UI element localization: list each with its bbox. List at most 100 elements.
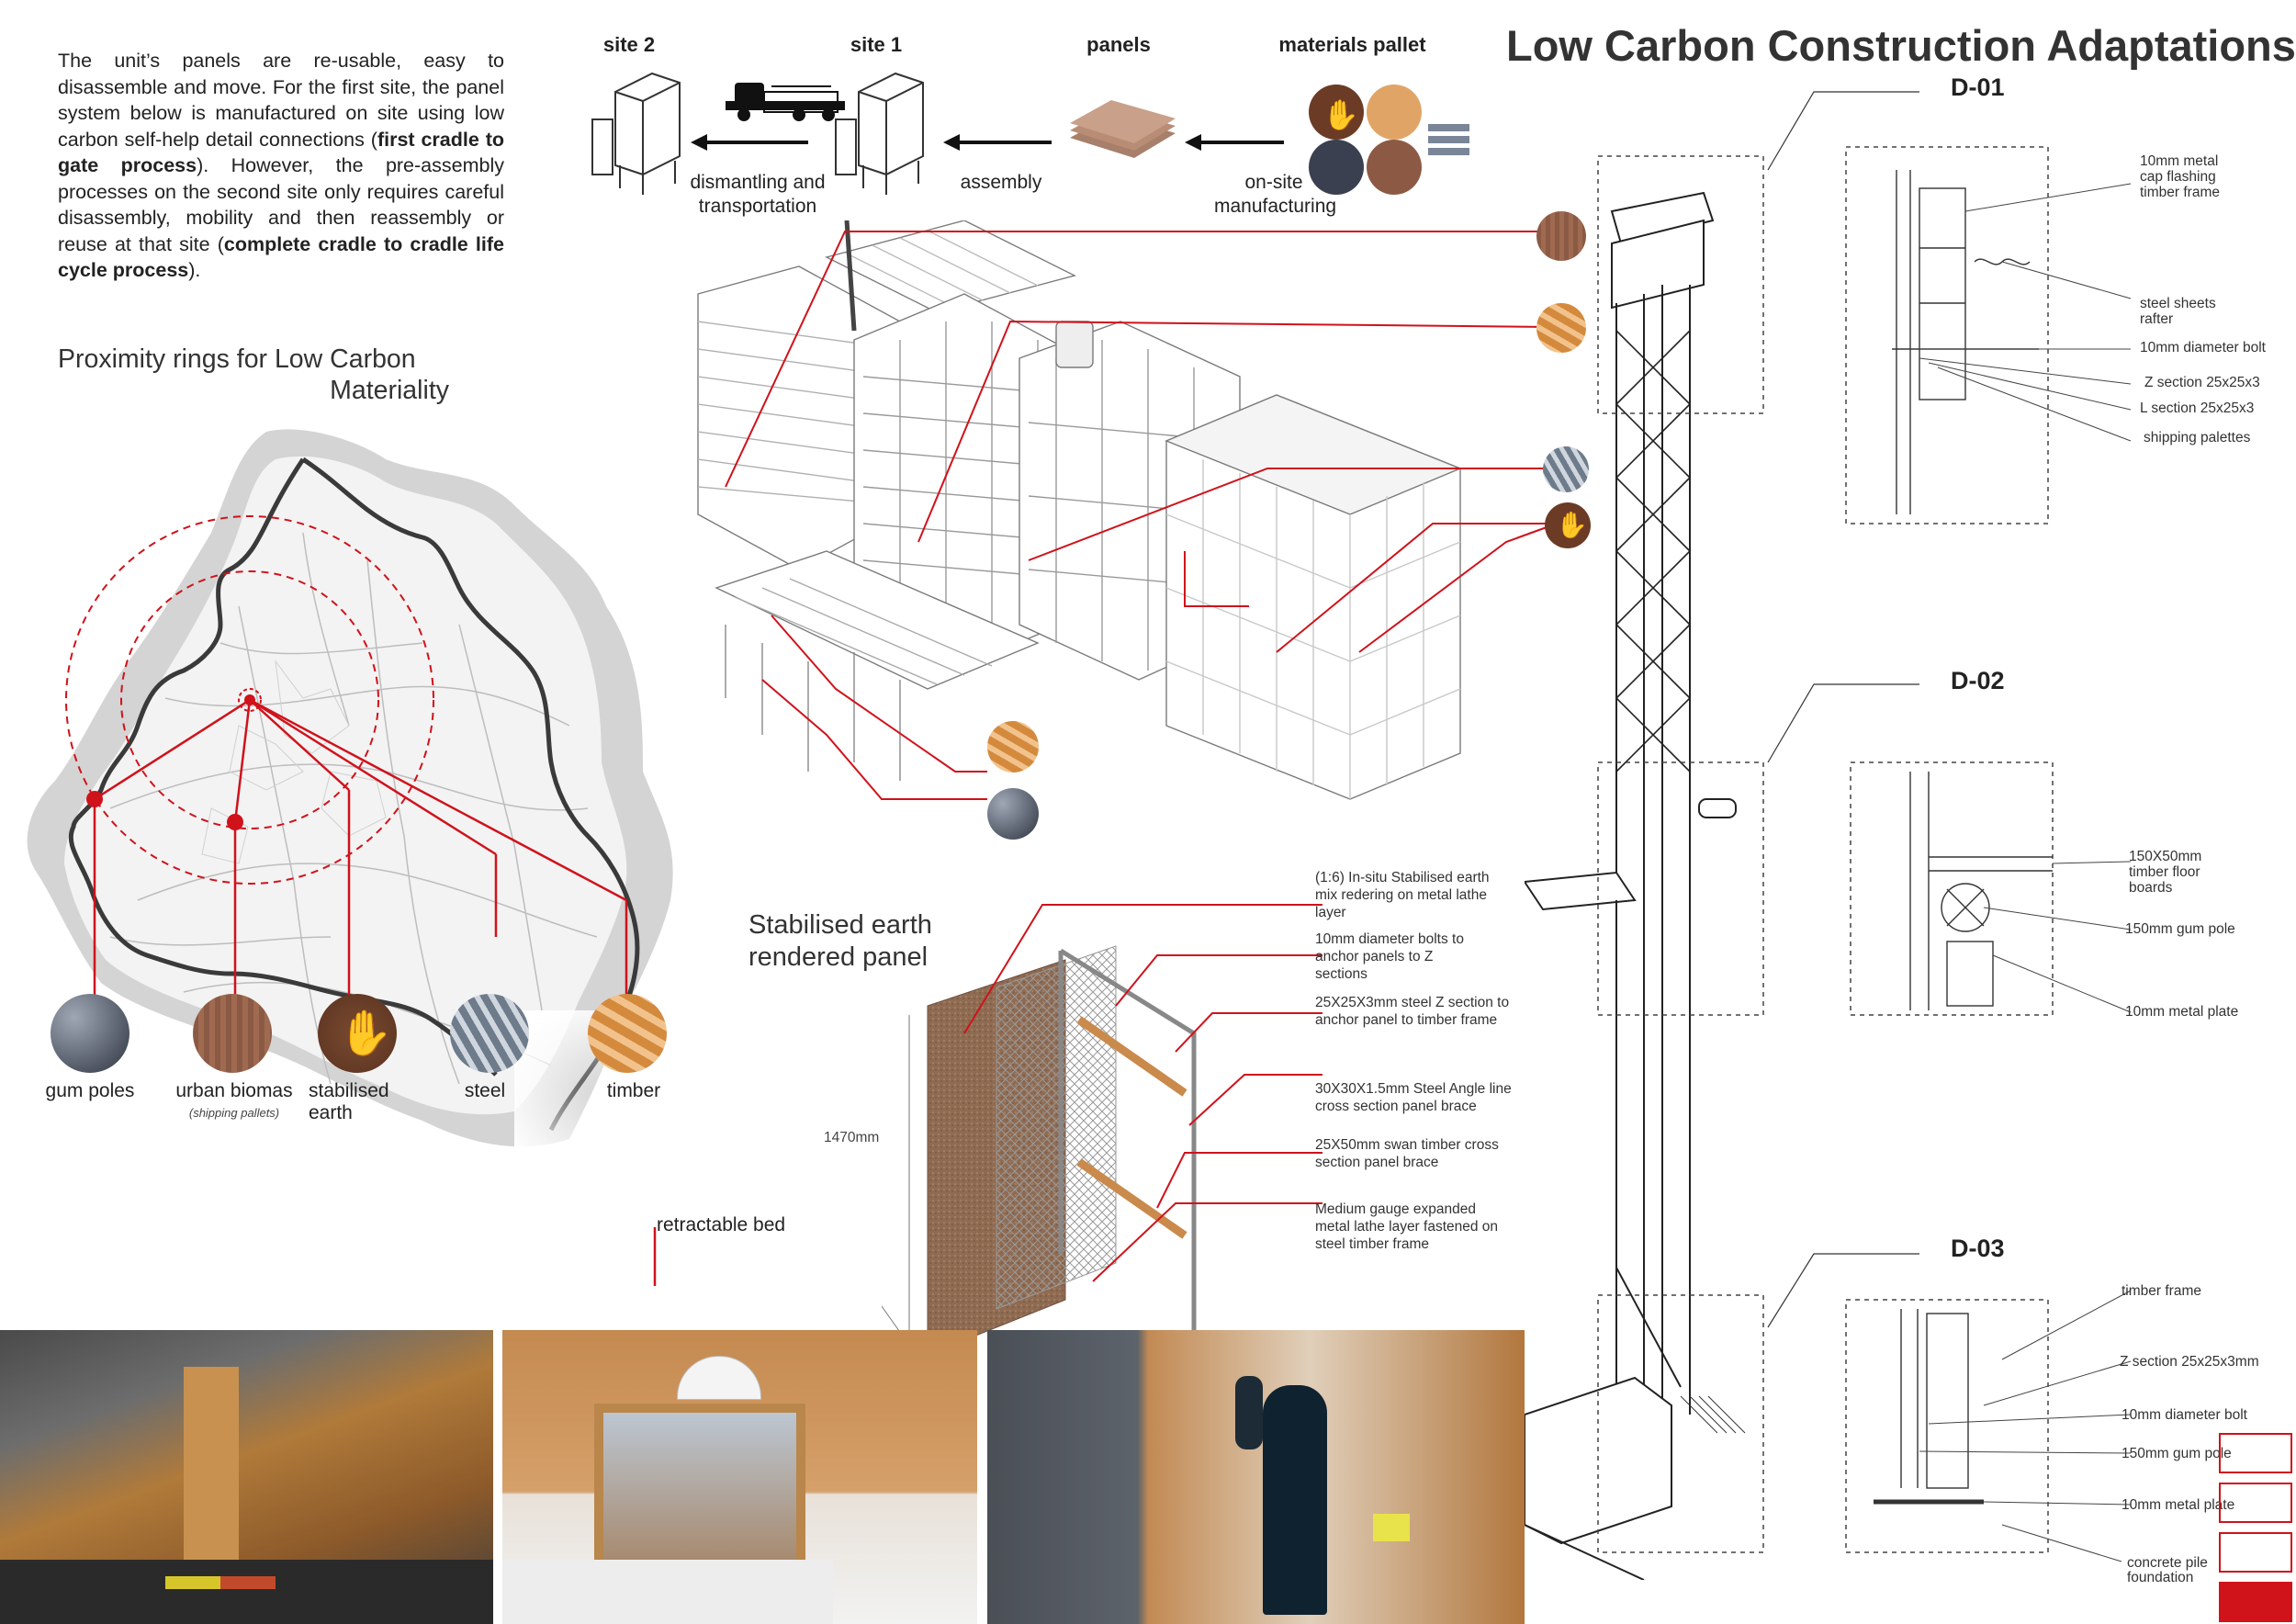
d03-note-1: timber frame <box>2122 1283 2201 1299</box>
d01-note-2: steel sheets rafter <box>2140 296 2216 327</box>
axon-gum-circle <box>987 788 1039 840</box>
pallet-earth <box>1309 85 1364 140</box>
d01-note-6: shipping palettes <box>2144 430 2251 445</box>
retractable-bed-label: retractable bed <box>657 1214 786 1235</box>
hand-print-icon: ✋ <box>338 1009 393 1058</box>
source-dot-1 <box>86 791 103 807</box>
axon-biomas-circle <box>1536 211 1586 261</box>
urban-biomas-subtext: (shipping pallets) <box>188 1106 280 1120</box>
steel-swatch <box>450 994 529 1073</box>
step-site-2: site 2 <box>602 33 656 56</box>
d02-note-3: 10mm metal plate <box>2125 1004 2239 1020</box>
d03-note-2: Z section 25x25x3mm <box>2120 1354 2259 1370</box>
urban-biomas-text: urban biomas <box>175 1080 293 1101</box>
map-boundary <box>68 457 640 1132</box>
d03-label: D-03 <box>1951 1235 2005 1262</box>
intro-paragraph: The unit’s panels are re-usable, easy to… <box>58 48 504 284</box>
manufacturing-label: on-site manufacturing <box>1214 172 1337 217</box>
panels-stack <box>1070 100 1176 158</box>
truck-icon <box>726 83 845 121</box>
process-diagram: ✋ <box>591 72 1469 195</box>
proximity-ring-middle <box>120 570 379 829</box>
d02-focus-box <box>1597 761 1764 1016</box>
earth-note-1: (1:6) In-situ Stabilised earth mix reder… <box>1315 870 1490 920</box>
axon-steel-circle <box>1543 446 1589 492</box>
site-1-unit <box>835 72 924 195</box>
d02-note-2: 150mm gum pole <box>2125 921 2235 937</box>
axon-roof <box>825 220 1076 313</box>
gum-poles-label: gum poles <box>45 1080 135 1101</box>
svg-text:✋: ✋ <box>1322 97 1359 132</box>
d01-focus-box <box>1597 155 1764 414</box>
exploded-axonometric <box>697 220 1558 800</box>
pallet-biomas <box>1367 140 1422 195</box>
page-title: Low Carbon Construction Adaptations <box>1506 21 2296 70</box>
site-2-unit <box>591 72 681 195</box>
hand-print-icon-small: ✋ <box>1556 511 1588 539</box>
earth-note-4: 30X30X1.5mm Steel Angle line cross secti… <box>1315 1081 1512 1114</box>
d02-detail-box <box>1850 761 2054 1016</box>
axon-flue <box>844 220 857 332</box>
dismantling-label: dismantling and transportation <box>690 172 826 217</box>
timber-label: timber <box>606 1080 661 1101</box>
d01-label: D-01 <box>1951 73 2005 101</box>
gum-poles-swatch <box>51 994 129 1073</box>
intro-text-3: ). <box>188 259 201 281</box>
step-panels: panels <box>1086 33 1151 56</box>
stabilised-earth-label: stabilised earth <box>309 1080 389 1123</box>
legend-box-2 <box>2219 1483 2292 1523</box>
intro-bold-2: complete cradle to cradle life cycle pro… <box>58 232 504 282</box>
d02-note-1: 150X50mm timber floor boards <box>2129 849 2202 896</box>
intro-text-2: ). However, the pre-assembly processes o… <box>58 154 504 255</box>
axon-earth-circle: ✋ <box>1545 502 1591 548</box>
legend-box-filled <box>2219 1582 2292 1622</box>
proximity-ring-inner <box>238 688 262 712</box>
axon-deck <box>715 550 1040 690</box>
metal-lathe-layer <box>996 945 1117 1310</box>
intro-text-1: The unit’s panels are re-usable, easy to… <box>58 50 504 151</box>
axon-timber-circle-2 <box>987 721 1039 773</box>
earth-note-5: 25X50mm swan timber cross section panel … <box>1315 1137 1499 1170</box>
source-dot-2 <box>227 814 243 830</box>
urban-biomas-label: urban biomas (shipping pallets) <box>165 1080 303 1124</box>
step-site-1: site 1 <box>850 33 903 56</box>
legend-box-1 <box>2219 1433 2292 1473</box>
site-dot <box>244 694 255 705</box>
stabilised-earth-swatch: ✋ <box>318 994 397 1073</box>
proximity-heading-line1: Proximity rings for Low Carbon <box>58 344 416 374</box>
earth-note-2: 10mm diameter bolts to anchor panels to … <box>1315 931 1464 982</box>
d03-focus-box <box>1597 1294 1764 1553</box>
pallet-gum <box>1309 140 1364 195</box>
proximity-ring-outer <box>65 515 434 885</box>
interior-render-1 <box>0 1330 493 1624</box>
proximity-heading: Proximity rings for Low Carbon Materiali… <box>58 344 449 406</box>
assembly-label: assembly <box>960 172 1042 193</box>
steel-label: steel <box>464 1080 506 1101</box>
earth-panel-title: Stabilised earth rendered panel <box>748 909 932 974</box>
pallet-timber <box>1367 85 1422 140</box>
d01-detail-box <box>1845 146 2049 524</box>
d02-label: D-02 <box>1951 667 2005 694</box>
proximity-map <box>27 429 698 1176</box>
d03-note-4: 150mm gum pole <box>2122 1446 2232 1461</box>
d03-note-6: concrete pile foundation <box>2127 1555 2208 1585</box>
legend-box-3 <box>2219 1532 2292 1573</box>
axon-timber-circle <box>1536 303 1586 353</box>
d03-detail-box <box>1845 1299 2049 1553</box>
interior-render-3 <box>987 1330 1525 1624</box>
earth-panel-title-line2: rendered panel <box>748 942 929 972</box>
intro-bold-1: first cradle to gate process <box>58 128 505 177</box>
d03-note-3: 10mm diameter bolt <box>2122 1407 2247 1423</box>
steel-profile-icon <box>1428 124 1469 155</box>
roof-cap <box>1610 191 1715 245</box>
step-materials-pallet: materials pallet <box>1278 33 1426 56</box>
d03-note-5: 10mm metal plate <box>2122 1497 2235 1513</box>
proximity-heading-line2: Materiality <box>330 376 449 405</box>
timber-braces <box>1076 1016 1187 1239</box>
detail-section-drawing <box>1525 91 2132 1580</box>
earth-note-3: 25X25X3mm steel Z section to anchor pane… <box>1315 995 1510 1028</box>
axon-tank <box>1055 321 1094 368</box>
earth-panel-exploded <box>882 904 1322 1410</box>
timber-swatch <box>588 994 667 1073</box>
urban-biomas-swatch <box>193 994 272 1073</box>
